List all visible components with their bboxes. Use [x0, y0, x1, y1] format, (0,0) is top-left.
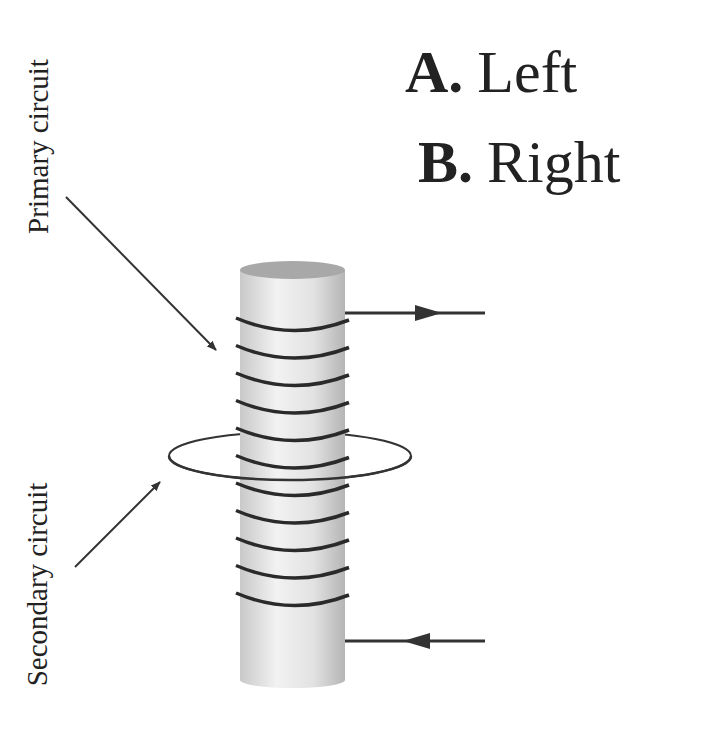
coil-winding [236, 401, 349, 414]
coil-winding [236, 538, 349, 551]
coil-winding [236, 318, 349, 331]
coil-winding [236, 483, 349, 496]
coil-winding [236, 346, 349, 359]
option-text: Right [487, 132, 620, 192]
part-label: Secondary circuit [24, 482, 53, 686]
primary-coil [236, 318, 349, 606]
coil-winding [236, 593, 349, 606]
option-letter: B. [418, 132, 473, 192]
core-top [240, 261, 345, 279]
arrow-left [403, 633, 430, 649]
option-letter: A. [405, 42, 463, 102]
coil-winding [236, 511, 349, 524]
part-label: Primary circuit [24, 59, 53, 234]
coil-winding [236, 428, 349, 441]
leader-line [75, 482, 160, 567]
arrow-right [415, 305, 442, 321]
option-text: Left [477, 42, 577, 102]
secondary-loop-front [169, 456, 411, 480]
leader-line [66, 197, 216, 350]
coil-winding [236, 566, 349, 579]
coil-winding [236, 456, 349, 469]
coil-winding [236, 373, 349, 386]
